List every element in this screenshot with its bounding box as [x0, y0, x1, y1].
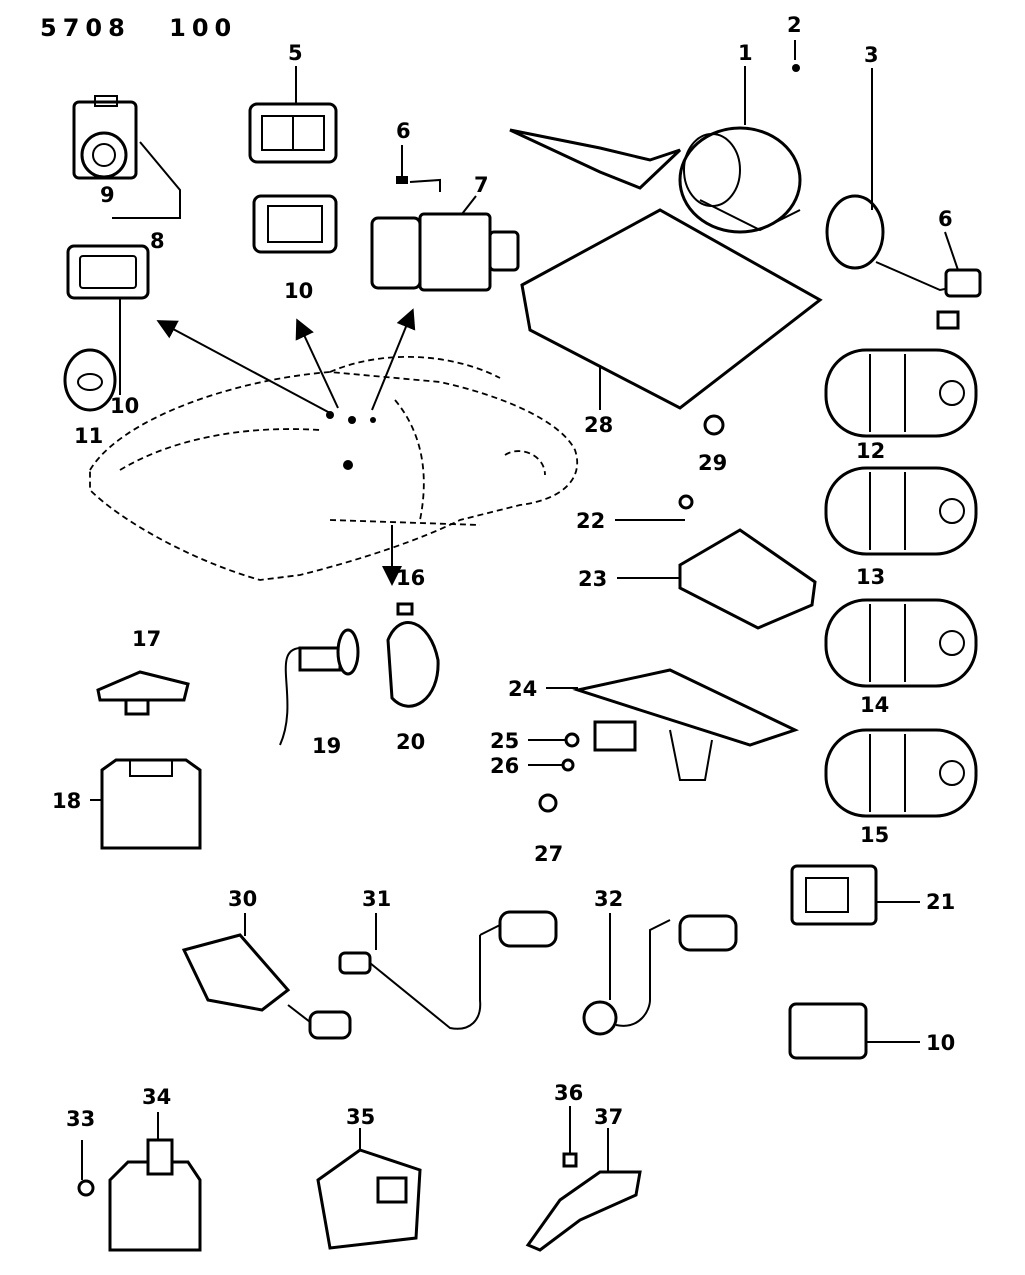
callout-11: 11: [74, 424, 103, 448]
location-arrows: [156, 308, 416, 586]
part-20-cover: [386, 621, 440, 708]
part-36-screw: [562, 1106, 578, 1168]
part-33-nut: [77, 1179, 95, 1197]
drawing-header: 5708 100: [40, 14, 261, 42]
callout-25: 25: [490, 729, 519, 753]
callout-21: 21: [926, 890, 955, 914]
callout-17: 17: [132, 627, 161, 651]
sub-number: 100: [169, 14, 238, 42]
callout-29: 29: [698, 451, 727, 475]
part-21-switch: [790, 864, 920, 926]
part-9-switch: [72, 95, 138, 180]
part-5-switch: [248, 102, 338, 164]
part-15-rotary-switch: [824, 728, 978, 818]
part-17-lamp: [96, 670, 190, 716]
callout-34: 34: [142, 1085, 171, 1109]
callout-24: 24: [508, 677, 537, 701]
callout-36: 36: [554, 1081, 583, 1105]
callout-5: 5: [288, 41, 303, 65]
callout-28: 28: [584, 413, 613, 437]
callout-37: 37: [594, 1105, 623, 1129]
callout-18: 18: [52, 789, 81, 813]
callout-10-right: 10: [926, 1031, 955, 1055]
drawing-number: 5708: [40, 14, 131, 42]
callout-19: 19: [312, 734, 341, 758]
callout-13: 13: [856, 565, 885, 589]
callout-9: 9: [100, 183, 115, 207]
callout-10-middle: 10: [284, 279, 313, 303]
vehicle-outline: [89, 356, 579, 581]
part-1-combination-switch: [509, 66, 802, 234]
part-19-harness: [279, 628, 360, 746]
part-10-middle-switch: [252, 194, 338, 254]
callout-31: 31: [362, 887, 391, 911]
part-37-bracket: [525, 1128, 642, 1252]
callout-30: 30: [228, 887, 257, 911]
callout-22: 22: [576, 509, 605, 533]
part-2-screw: [792, 40, 800, 72]
part-6-right-clip: [936, 231, 982, 330]
part-30-sensor: [181, 913, 352, 1040]
callout-12: 12: [856, 439, 885, 463]
part-16-screw: [396, 602, 414, 616]
part-31-socket: [338, 910, 558, 1030]
part-12-rotary-switch: [824, 348, 978, 438]
part-23-module: [617, 528, 817, 630]
callout-14: 14: [860, 693, 889, 717]
callout-23: 23: [578, 567, 607, 591]
part-34-relay: [108, 1112, 202, 1252]
callout-7: 7: [474, 173, 489, 197]
callout-15: 15: [860, 823, 889, 847]
part-26-screw: [528, 758, 575, 772]
callout-26: 26: [490, 754, 519, 778]
part-35-relay: [316, 1128, 422, 1250]
callout-33: 33: [66, 1107, 95, 1131]
part-7-lighter-socket: [370, 195, 520, 292]
part-29-nut: [703, 414, 725, 436]
part-22-bolt: [615, 494, 694, 521]
callout-20: 20: [396, 730, 425, 754]
callout-1: 1: [738, 41, 753, 65]
part-25-screw: [528, 732, 580, 748]
part-10-left-switch: [66, 244, 150, 300]
callout-32: 32: [594, 887, 623, 911]
callout-27: 27: [534, 842, 563, 866]
part-18-relay-box: [90, 758, 202, 850]
part-13-rotary-switch: [824, 466, 978, 556]
part-3-switch-arm: [825, 68, 961, 292]
leader-8: [112, 141, 181, 219]
callout-35: 35: [346, 1105, 375, 1129]
part-32-socket: [582, 913, 738, 1036]
callout-8: 8: [150, 229, 165, 253]
part-24-bracket: [546, 668, 799, 781]
part-6-screw: [396, 145, 441, 192]
callout-2: 2: [787, 13, 802, 37]
part-10-right-switch: [788, 1002, 920, 1060]
part-28-control-unit: [520, 208, 823, 410]
part-27-nut: [538, 793, 558, 813]
part-11-bulb: [63, 348, 117, 412]
callout-3: 3: [864, 43, 879, 67]
callout-6-left: 6: [396, 119, 411, 143]
callout-10-left: 10: [110, 394, 139, 418]
callout-labels: 1 2 3 5 6 6 7 8 9 10 10 10 10 11 12 13 1…: [52, 13, 955, 1131]
part-14-rotary-switch: [824, 598, 978, 688]
callout-16: 16: [396, 566, 425, 590]
callout-6-right: 6: [938, 207, 953, 231]
